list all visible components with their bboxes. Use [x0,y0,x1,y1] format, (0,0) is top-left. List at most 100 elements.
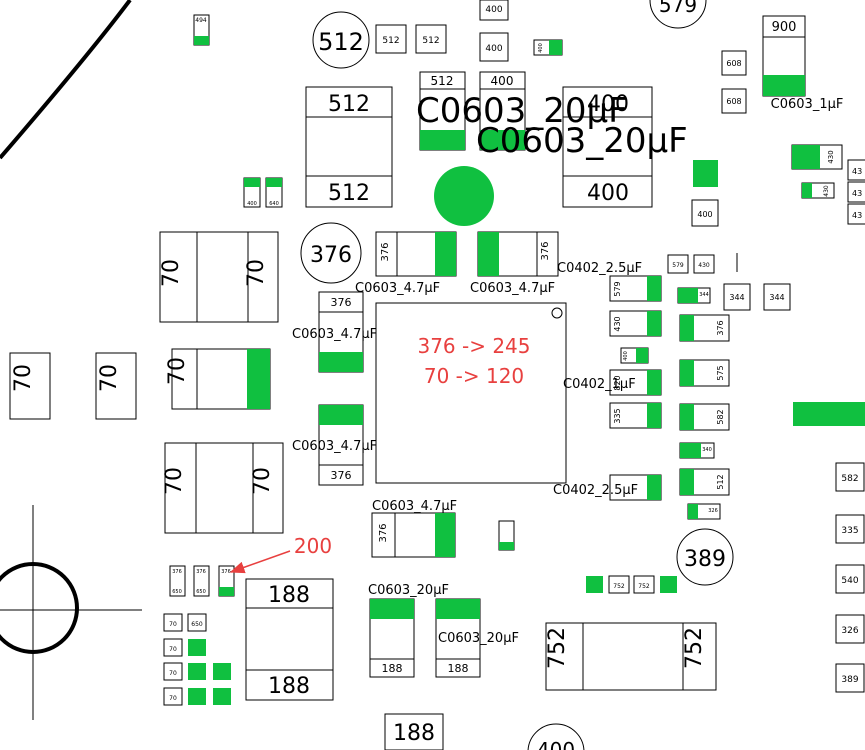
pad-circle-512[interactable]: 512 [312,11,370,69]
mounting-hole-crosshair [0,505,142,720]
part-900[interactable]: 900 [762,15,806,97]
svg-text:752: 752 [638,583,650,590]
part-326-tiny[interactable]: 326 [687,503,721,520]
pad-square-green[interactable] [693,160,718,187]
part-tiny-green-bottom[interactable] [498,520,515,551]
part-400-mid-tiny[interactable]: 400 [620,347,649,364]
pad-circle-389[interactable]: 389 [676,528,734,586]
svg-text:340: 340 [702,447,712,453]
part-512-large[interactable]: 512 512 [305,86,393,208]
part-400-top[interactable]: 400 [479,0,509,21]
cap-376-vertical-a[interactable]: 376 [318,291,364,373]
svg-text:575: 575 [716,365,725,380]
cap-820[interactable]: 820 [609,369,662,396]
cap-376-right[interactable]: 376 [679,314,730,342]
part-400-right[interactable]: 400 [691,199,719,227]
cap-575[interactable]: 575 [679,359,730,387]
cap-c0402-bottom[interactable] [609,474,662,501]
cap-188-a[interactable]: 188 [369,598,415,678]
svg-text:70: 70 [11,364,36,392]
label-c0603-20uf-a: C0603_20µF [416,91,628,131]
cap-188-b[interactable]: 188 [435,598,481,678]
part-70-grid[interactable]: 70 650 70 70 70 [163,613,231,706]
part-512-green[interactable]: 512 [419,71,466,151]
svg-text:188: 188 [448,662,469,675]
svg-text:579: 579 [613,281,622,296]
part-344-a[interactable]: 344 [723,283,751,311]
label-c0402-2-5uf-a: C0402_2.5µF [557,261,642,276]
part-752-large[interactable]: 752 752 [545,622,717,691]
part-582-edge[interactable]: 582 [835,462,865,492]
svg-text:752: 752 [682,627,707,669]
svg-text:512: 512 [716,474,725,489]
svg-text:752: 752 [613,583,625,590]
part-494[interactable]: 494 [193,14,210,46]
cap-376-b[interactable]: 376 [477,231,559,277]
part-608-b[interactable]: 608 [721,88,747,114]
svg-text:188: 188 [393,721,435,746]
svg-text:335: 335 [613,408,622,423]
part-400-large[interactable]: 400 400 [562,86,653,208]
cap-70-green[interactable]: 70 [165,348,271,410]
part-430-tiny[interactable]: 430 [693,254,715,274]
part-340-tiny[interactable]: 340 [679,442,715,459]
svg-text:389: 389 [841,675,858,685]
part-70-left-b[interactable]: 70 [95,352,137,420]
part-540-edge[interactable]: 540 [835,564,865,594]
cap-376-a[interactable]: 376 [375,231,457,277]
part-70-left-a[interactable]: 70 [9,352,51,420]
part-400-green[interactable]: 400 [479,71,526,151]
svg-text:335: 335 [841,526,858,536]
part-376-650-b[interactable]: 376 650 [193,565,210,597]
part-512-small-a[interactable]: 512 [375,24,407,54]
inductor-70-a[interactable]: 70 70 [159,231,279,323]
svg-text:400: 400 [697,210,712,219]
svg-text:188: 188 [382,662,403,675]
part-376-650-a[interactable]: 376 650 [169,565,186,597]
label-c0603-20uf-d: C0603_20µF [438,631,519,646]
cap-582[interactable]: 582 [679,403,730,431]
part-430-a[interactable]: 430 [791,144,843,170]
part-512-small-b[interactable]: 512 [415,24,447,54]
svg-text:608: 608 [726,97,741,106]
svg-text:512: 512 [328,92,370,117]
part-752-row[interactable]: 752 752 [586,575,677,594]
cap-579[interactable]: 579 [609,275,662,302]
part-400-small[interactable]: 400 [479,32,509,62]
svg-text:376: 376 [310,243,352,268]
cap-430[interactable]: 430 [609,310,662,337]
part-335-edge[interactable]: 335 [835,514,865,544]
part-389-edge[interactable]: 389 [835,663,865,693]
annotation-text-line2: 70 -> 120 [424,364,524,388]
inductor-70-b[interactable]: 70 70 [162,442,284,534]
part-608-a[interactable]: 608 [721,50,747,76]
svg-text:70: 70 [169,621,177,628]
part-430-b[interactable]: 430 [801,182,835,199]
cap-335[interactable]: 335 [609,402,662,429]
pad-circle-376[interactable]: 376 [300,222,362,284]
part-188-large[interactable]: 188 188 [245,578,334,701]
part-344-b[interactable]: 344 [763,283,791,311]
cap-512-right[interactable]: 512 [679,468,730,496]
pad-bar-right[interactable] [793,402,865,426]
part-376-green-c[interactable]: 376 [218,565,235,597]
svg-text:582: 582 [716,409,725,424]
svg-text:512: 512 [422,36,439,46]
label-c0402-2-5uf-b: C0402_2.5µF [553,483,638,498]
part-344-tiny[interactable]: 344 [677,287,711,304]
ic-package[interactable] [375,302,567,484]
part-326-edge[interactable]: 326 [835,614,865,644]
pad-circle-579[interactable]: 579 [649,0,707,29]
part-640-tiny[interactable]: 640 [265,177,283,208]
cap-376-horizontal[interactable]: 376 [371,512,456,558]
part-188-bottom[interactable]: 188 [384,713,444,750]
part-579-tiny[interactable]: 579 [667,254,689,274]
pad-circle-400[interactable]: 400 [527,723,585,750]
part-400-tiny[interactable]: 400 [533,39,563,56]
via-large[interactable] [434,166,494,226]
svg-text:579: 579 [672,262,684,269]
part-400-left-tiny[interactable]: 400 [243,177,261,208]
part-43-edge[interactable]: 43 43 43 [847,159,865,225]
cap-376-vertical-b[interactable]: 376 [318,404,364,486]
